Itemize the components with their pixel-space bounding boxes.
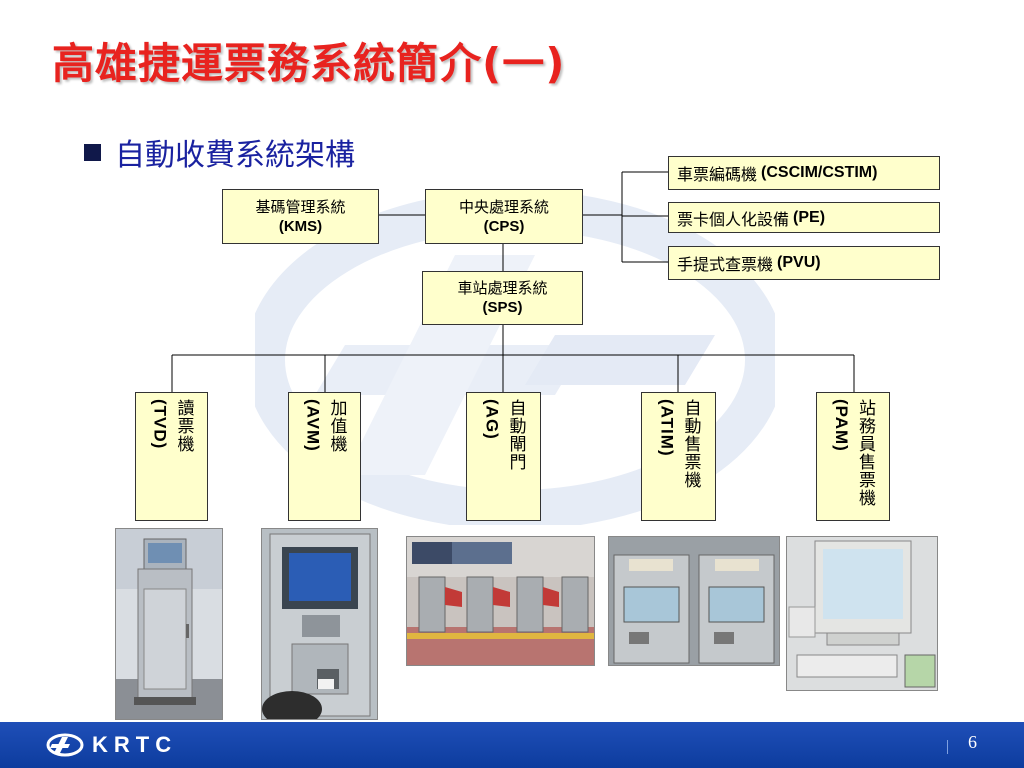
avm-box: 加值機 (AVM) [288,392,361,521]
pam-photo [786,536,938,691]
footer-divider [947,740,948,754]
pe-abbr: (PE) [793,208,826,226]
kms-abbr: (KMS) [278,217,323,235]
cps-label: 中央處理系統 [458,198,549,216]
pam-box: 站務員售票機 (PAM) [816,392,890,521]
cps-box: 中央處理系統 (CPS) [425,189,583,244]
krtc-logo-icon [46,733,84,757]
ag-label: 自動閘門 [506,399,526,471]
cscim-abbr: (CSCIM/CSTIM) [761,164,878,181]
sps-box: 車站處理系統 (SPS) [422,271,583,325]
pam-label: 站務員售票機 [856,399,875,507]
pvu-label: 手提式查票機 [677,257,774,274]
bullet-square-icon [84,143,101,161]
cps-abbr: (CPS) [483,217,525,235]
pe-label: 票卡個人化設備 [677,211,790,229]
tvd-label: 讀票機 [174,399,194,453]
footer-logo: KRTC [46,732,177,758]
tvd-abbr: (TVD) [150,399,170,450]
avm-photo [261,528,378,720]
kms-box: 基碼管理系統 (KMS) [222,189,379,244]
ag-box: 自動閘門 (AG) [466,392,541,521]
atim-label: 自動售票機 [681,399,701,489]
pvu-abbr: (PVU) [777,254,821,271]
pam-abbr: (PAM) [832,399,851,452]
tvd-box: 讀票機 (TVD) [135,392,208,521]
sps-abbr: (SPS) [482,299,523,316]
ag-abbr: (AG) [482,399,502,440]
atim-box: 自動售票機 (ATIM) [641,392,716,521]
avm-label: 加值機 [327,399,347,453]
atim-abbr: (ATIM) [657,399,677,457]
ag-photo [406,536,595,666]
sps-label: 車站處理系統 [457,280,548,297]
bullet-item: 自動收費系統架構 [84,130,355,174]
cscim-label: 車票編碼機 [677,167,758,184]
kms-label: 基碼管理系統 [255,198,346,216]
avm-abbr: (AVM) [303,399,323,452]
bullet-text: 自動收費系統架構 [115,138,355,173]
slide-title: 高雄捷運票務系統簡介(一) [52,39,566,88]
footer-logo-text: KRTC [92,732,178,757]
atim-photo [608,536,780,666]
cscim-box: 車票編碼機(CSCIM/CSTIM) [668,156,940,190]
page-number: 6 [968,732,977,752]
footer-bar: KRTC 6 [0,722,1024,768]
tvd-photo [115,528,223,720]
pe-box: 票卡個人化設備(PE) [668,202,940,233]
pvu-box: 手提式查票機(PVU) [668,246,940,280]
